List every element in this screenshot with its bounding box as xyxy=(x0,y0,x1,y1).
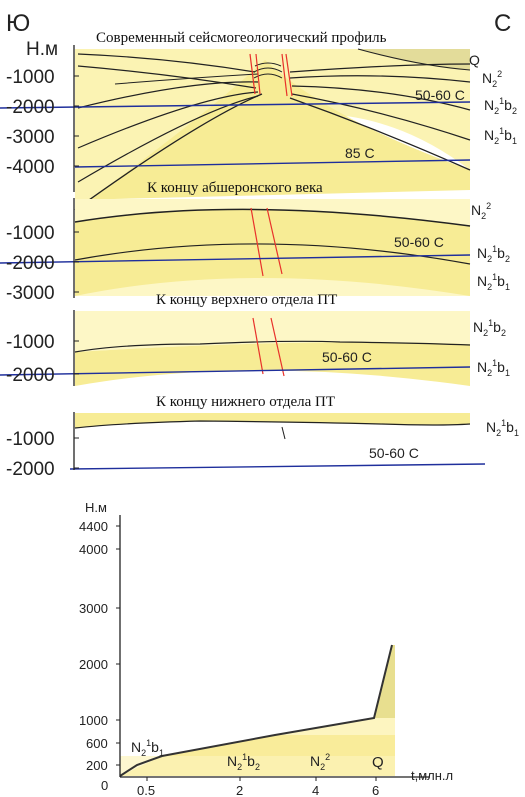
layer-fill xyxy=(75,413,470,428)
tick-label: -1000 xyxy=(6,223,55,244)
tick-label: -2000 xyxy=(6,97,55,118)
y-tick-label: 0 xyxy=(101,778,108,793)
isotherm-label-50-60: 50-60 С xyxy=(394,234,444,250)
isotherm-label-50-60: 50-60 С xyxy=(415,87,465,103)
isotherm-label-50-60: 50-60 С xyxy=(322,349,372,365)
burial-fill-b2 xyxy=(162,735,395,756)
burial-curve xyxy=(119,644,393,777)
isotherm-label-85: 85 С xyxy=(345,145,375,161)
horizon-line xyxy=(291,93,471,141)
panel4-title: К концу нижнего отдела ПТ xyxy=(156,394,335,410)
fault-line xyxy=(266,207,283,275)
burial-band xyxy=(120,756,395,776)
burial-label-n21b2: N21b2 xyxy=(227,752,260,772)
isotherm-50-60 xyxy=(0,101,471,109)
horizon-line xyxy=(114,73,259,85)
horizon-line xyxy=(77,81,259,109)
fault-line xyxy=(270,317,285,377)
layer-label-n2-2: N22 xyxy=(471,201,491,221)
x-tick-label: 2 xyxy=(236,783,243,797)
horizon-line xyxy=(74,208,471,227)
direction-north: С xyxy=(494,10,511,37)
layer-label-n21b1: N21b1 xyxy=(477,358,510,378)
x-tick-label: 4 xyxy=(312,783,319,797)
isotherm-50-60 xyxy=(69,463,486,470)
layer-lower-fill xyxy=(75,342,470,386)
horizon-line xyxy=(289,63,471,73)
fault-line xyxy=(255,53,261,95)
tick-label: -2000 xyxy=(6,365,55,386)
horizon-line xyxy=(74,243,471,265)
layer-label-q: Q xyxy=(469,52,480,68)
x-tick-label: 6 xyxy=(372,783,379,797)
tick-label: -2000 xyxy=(6,459,55,480)
y-tick-label: 2000 xyxy=(79,657,108,672)
horizon-line xyxy=(74,420,471,429)
layer-lower-fill xyxy=(75,209,470,296)
tick-label: -1000 xyxy=(6,429,55,450)
horizon-line xyxy=(289,75,471,83)
panel-present-profile: Ю С Н.м Современный сейсмогеологический … xyxy=(0,10,517,211)
horizon-line xyxy=(291,85,471,111)
panel-lower-pt: К концу нижнего отдела ПТ -1000 -2000 N2… xyxy=(6,394,519,480)
y-tick-label: 200 xyxy=(86,758,108,773)
y-tick-label: 4000 xyxy=(79,542,108,557)
fault-line xyxy=(250,207,264,277)
layer-label-n2-2: N22 xyxy=(482,69,502,89)
layer-lower-fill xyxy=(75,60,470,210)
fault-line xyxy=(281,53,288,97)
layer-label-n21b1: N21b1 xyxy=(486,418,519,438)
burial-history-chart: Н.м 4400 4000 3000 2000 1000 600 200 0 0… xyxy=(79,500,453,797)
isotherm-label-50-60: 50-60 С xyxy=(369,445,419,461)
horizon-line xyxy=(74,93,263,211)
tick-label: -4000 xyxy=(6,157,55,178)
fault-line xyxy=(249,53,256,95)
panel3-title: К концу верхнего отдела ПТ xyxy=(156,292,337,308)
tick-label: -1000 xyxy=(6,67,55,88)
tick-label: -2000 xyxy=(6,253,55,274)
y-tick-label: 3000 xyxy=(79,601,108,616)
layer-label-n21b1: N21b1 xyxy=(477,272,510,292)
fault-line xyxy=(281,426,286,440)
panel2-title: К концу абшеронского века xyxy=(147,180,323,196)
tick-label: -3000 xyxy=(6,283,55,304)
layer-label-n21b2: N21b2 xyxy=(484,96,517,116)
x-axis-unit: t,млн.л xyxy=(411,768,453,783)
layer-label-n21b2: N21b2 xyxy=(473,318,506,338)
y-axis-unit: Н.м xyxy=(85,500,107,515)
panel-upper-pt: К концу верхнего отдела ПТ -1000 -2000 N… xyxy=(0,292,510,386)
panel1-axis-unit: Н.м xyxy=(26,39,58,60)
layer-upper-fill xyxy=(75,311,470,352)
horizon-line xyxy=(77,95,259,183)
horizon-line xyxy=(357,48,471,71)
crest-fold xyxy=(253,73,283,79)
layer-label-n21b2: N21b2 xyxy=(477,244,510,264)
direction-south: Ю xyxy=(6,10,30,37)
y-tick-label: 4400 xyxy=(79,519,108,534)
fault-line xyxy=(285,53,293,97)
burial-label-n21b1: N21b1 xyxy=(131,738,164,758)
y-tick-label: 600 xyxy=(86,736,108,751)
crest-fold xyxy=(253,67,283,73)
horizon-line xyxy=(77,65,257,89)
layer-label-n21b1: N21b1 xyxy=(484,126,517,146)
panel-absheron: К концу абшеронского века -1000 -2000 -3… xyxy=(0,180,510,304)
burial-label-n2-2: N22 xyxy=(310,752,330,772)
tick-label: -1000 xyxy=(6,332,55,353)
horizon-line xyxy=(77,53,256,73)
burial-label-q: Q xyxy=(372,754,384,771)
y-tick-label: 1000 xyxy=(79,713,108,728)
layer-n2-2-fill xyxy=(75,49,470,210)
horizon-line xyxy=(77,91,259,149)
x-tick-label: 0.5 xyxy=(137,783,155,797)
horizon-line xyxy=(74,340,471,353)
fault-line xyxy=(252,317,264,375)
panel1-title: Современный сейсмогеологический профиль xyxy=(96,30,387,46)
tick-label: -3000 xyxy=(6,127,55,148)
isotherm-85 xyxy=(74,159,471,168)
